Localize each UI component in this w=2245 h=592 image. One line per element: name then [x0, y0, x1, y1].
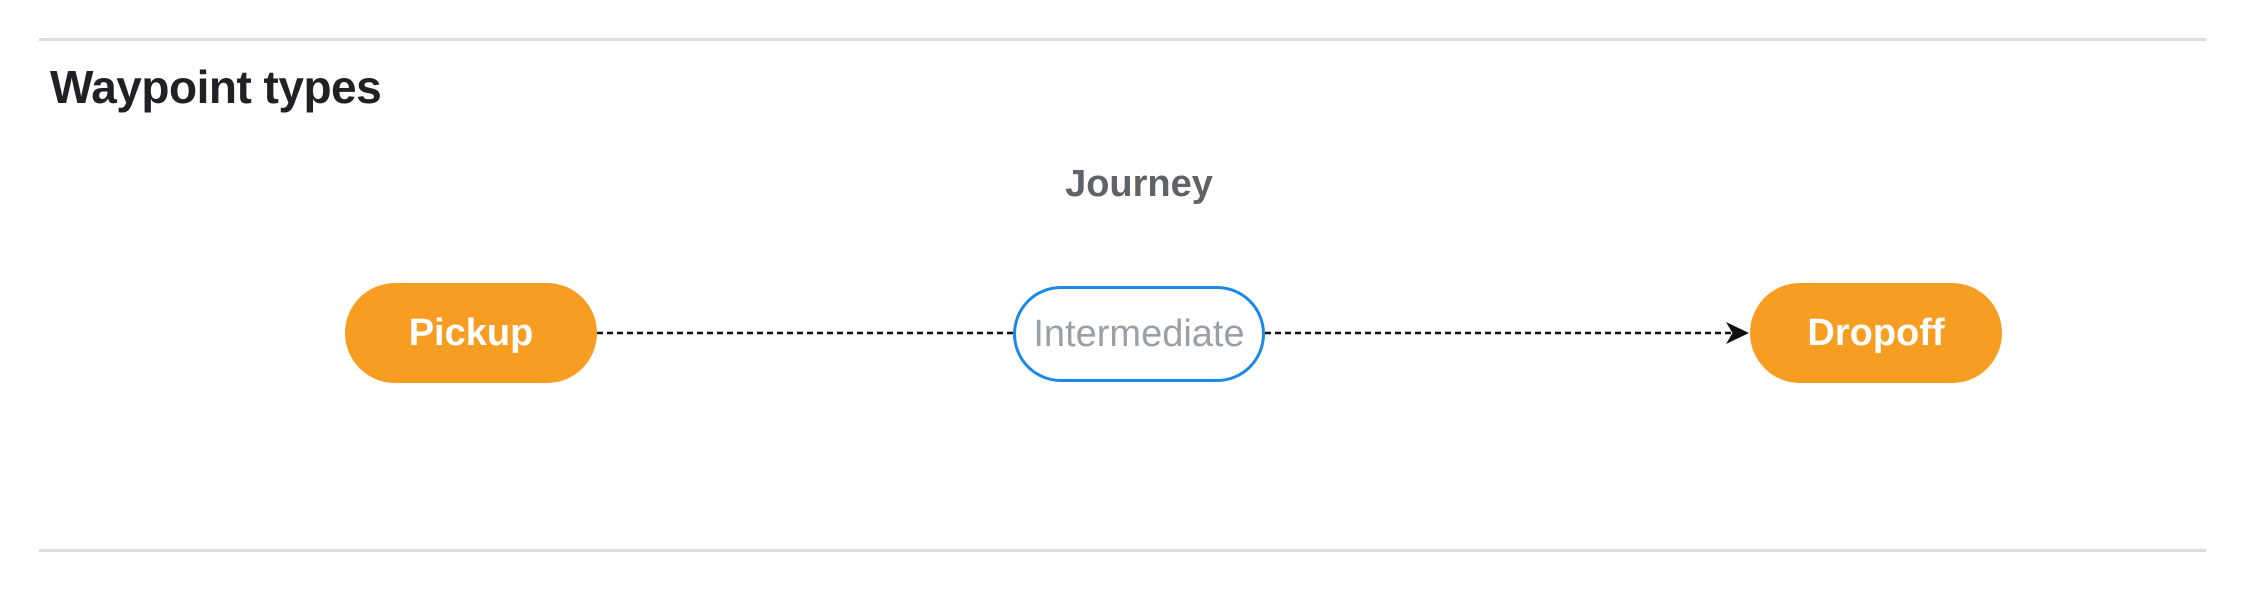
node-pickup-label: Pickup: [408, 311, 534, 354]
diagram-title: Journey: [1065, 163, 1213, 205]
node-intermediate: Intermediate: [1013, 286, 1265, 382]
node-dropoff-label: Dropoff: [1807, 311, 1945, 354]
arrowhead-icon: [1726, 322, 1749, 344]
bottom-divider: [39, 549, 2206, 552]
section-heading: Waypoint types: [50, 61, 382, 113]
node-pickup: Pickup: [345, 283, 597, 383]
node-dropoff: Dropoff: [1750, 283, 2002, 383]
node-intermediate-label: Intermediate: [1033, 312, 1245, 355]
top-divider: [39, 38, 2206, 41]
